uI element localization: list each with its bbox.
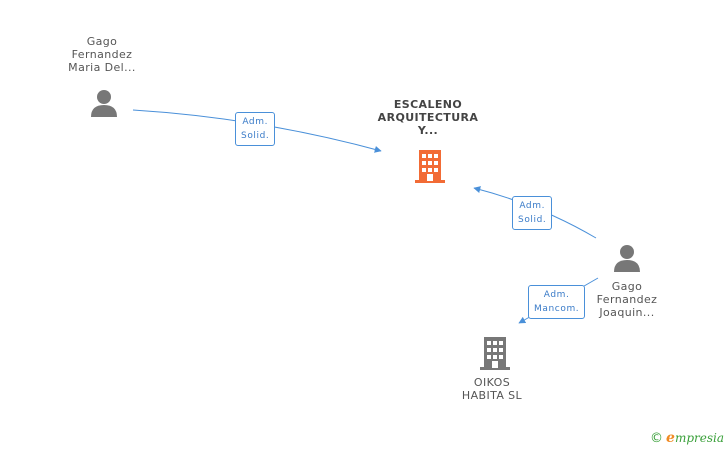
- building-icon-highlighted[interactable]: [414, 149, 446, 183]
- node-label-oikos[interactable]: OIKOS HABITA SL: [461, 376, 523, 402]
- copyright-symbol: ©: [650, 431, 664, 446]
- brand-logo-text: mpresia: [674, 431, 724, 445]
- node-label-escaleno[interactable]: ESCALENO ARQUITECTURA Y...: [377, 98, 479, 137]
- person-icon[interactable]: [89, 88, 119, 118]
- edge-label-maria-escaleno[interactable]: Adm. Solid.: [235, 112, 276, 146]
- node-label-joaquin[interactable]: Gago Fernandez Joaquin...: [596, 280, 658, 319]
- person-icon[interactable]: [612, 243, 642, 273]
- edge-label-joaquin-oikos[interactable]: Adm. Mancom.: [528, 285, 586, 319]
- node-label-maria[interactable]: Gago Fernandez Maria Del...: [68, 35, 136, 74]
- building-icon[interactable]: [479, 336, 511, 370]
- brand-watermark: ©empresia: [650, 430, 724, 446]
- brand-logo-initial: e: [666, 430, 675, 446]
- edge-label-joaquin-escaleno[interactable]: Adm. Solid.: [512, 196, 553, 230]
